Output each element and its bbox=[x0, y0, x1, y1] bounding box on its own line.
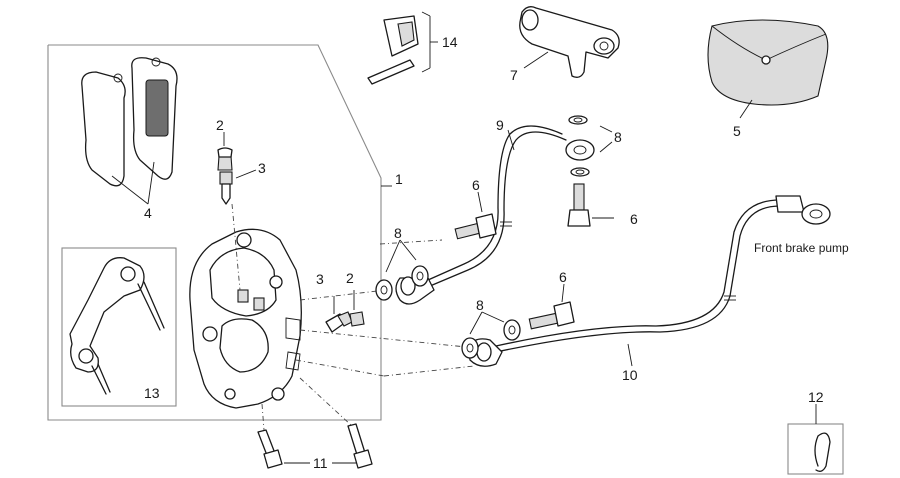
callout-10: 10 bbox=[622, 367, 638, 383]
callout-7: 7 bbox=[510, 67, 518, 83]
bleed-cap-icon bbox=[217, 132, 233, 171]
brake-caliper-icon bbox=[189, 228, 302, 409]
callout-13: 13 bbox=[144, 385, 160, 401]
tee-fitting-icon bbox=[519, 6, 620, 78]
callout-labels: 1 2 2 3 3 4 5 6 6 6 7 8 8 8 9 10 11 12 1… bbox=[144, 34, 849, 471]
caliper-bracket-icon bbox=[69, 257, 165, 395]
cover-icon bbox=[707, 19, 829, 119]
bolt-icon bbox=[454, 191, 497, 240]
callout-14: 14 bbox=[442, 34, 458, 50]
callout-12: 12 bbox=[808, 389, 824, 405]
callout-9: 9 bbox=[496, 117, 504, 133]
bracket-inset-frame bbox=[61, 247, 177, 407]
washer-icon bbox=[375, 239, 429, 301]
callout-4: 4 bbox=[144, 205, 152, 221]
callout-1: 1 bbox=[395, 171, 403, 187]
brake-pad-icon bbox=[81, 57, 178, 205]
callout-5: 5 bbox=[733, 123, 741, 139]
bleed-valve-icon bbox=[325, 296, 353, 333]
callout-8: 8 bbox=[614, 129, 622, 145]
callout-6: 6 bbox=[559, 269, 567, 285]
clip-inset-frame bbox=[787, 423, 844, 475]
assembly-axis-lines bbox=[231, 203, 477, 431]
front-brake-pump-label: Front brake pump bbox=[754, 241, 849, 255]
bolt-icon bbox=[257, 423, 373, 469]
callout-3: 3 bbox=[258, 160, 266, 176]
callout-8: 8 bbox=[394, 225, 402, 241]
bleed-valve-icon bbox=[219, 169, 257, 205]
callout-3: 3 bbox=[316, 271, 324, 287]
pin-icon bbox=[367, 11, 438, 85]
washer-icon bbox=[461, 311, 521, 359]
bleed-cap-icon bbox=[349, 290, 365, 327]
clip-icon bbox=[814, 404, 831, 472]
bolt-icon bbox=[528, 283, 575, 330]
callout-6: 6 bbox=[630, 211, 638, 227]
callout-2: 2 bbox=[216, 117, 224, 133]
callout-11: 11 bbox=[313, 455, 328, 471]
callout-8: 8 bbox=[476, 297, 484, 313]
hose-icon bbox=[467, 195, 831, 367]
callout-2: 2 bbox=[346, 270, 354, 286]
bolt-icon bbox=[567, 183, 614, 227]
washer-icon bbox=[565, 115, 613, 177]
callout-6: 6 bbox=[472, 177, 480, 193]
